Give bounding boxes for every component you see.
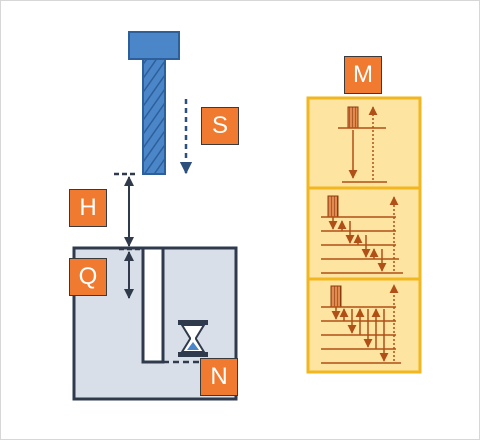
hourglass-icon: [178, 320, 208, 357]
mode-simple-drill: [338, 106, 387, 183]
workpiece: [72, 246, 238, 401]
label-speed: S: [201, 107, 239, 145]
label-height: H: [69, 189, 107, 227]
mode-chip-break: [321, 195, 403, 274]
label-depth: Q: [69, 258, 107, 296]
mode-panel: [306, 96, 422, 374]
drilled-hole: [141, 246, 165, 364]
label-dwell: N: [200, 358, 238, 396]
label-mode: M: [344, 56, 382, 94]
height-dimension: [114, 172, 138, 247]
mode-peck-drill: [321, 284, 401, 364]
depth-dimension: [119, 247, 141, 299]
drill-bit-icon: [128, 31, 180, 175]
